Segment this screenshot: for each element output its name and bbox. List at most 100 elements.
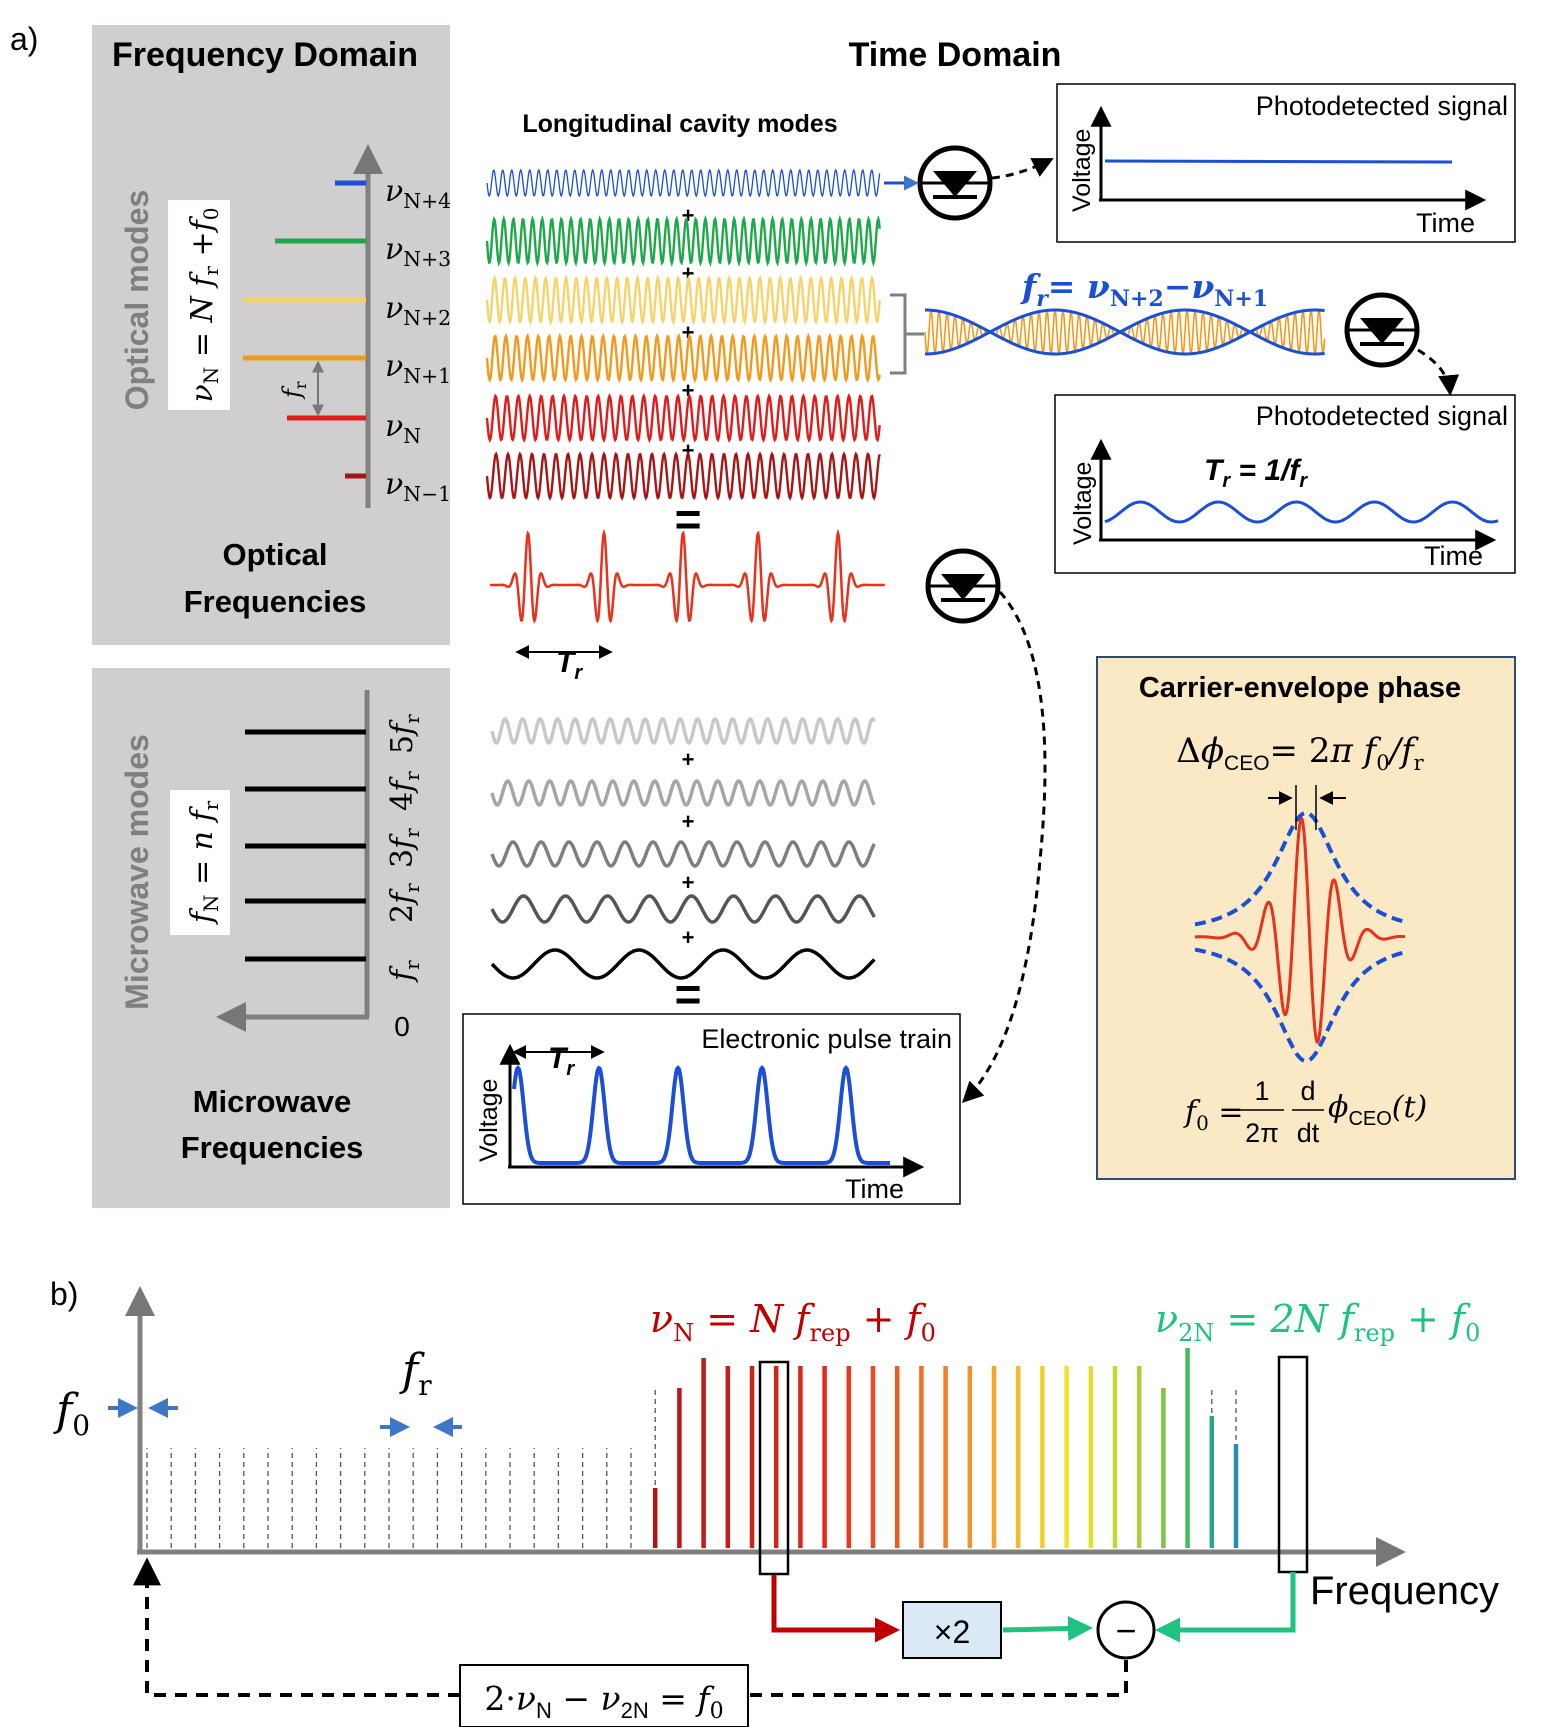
ceo-frac-den-2: dt <box>1297 1118 1320 1148</box>
green-path-2 <box>1155 1572 1296 1643</box>
photodiode-3 <box>925 548 1001 624</box>
cavity-mode-wave <box>485 451 881 501</box>
ceo-carrier <box>1195 816 1405 1045</box>
signal-box-2-ylabel: Voltage <box>1069 462 1097 545</box>
plus-sign: + <box>682 747 695 772</box>
feedback-dashed-right <box>748 1660 1128 1697</box>
microwave-bottom-label-2: Frequencies <box>181 1130 364 1165</box>
photodiode-2 <box>1344 292 1420 368</box>
pulse-train <box>490 528 885 624</box>
feedback-dashed-left <box>133 1557 460 1697</box>
microwave-mode-wave <box>490 779 876 807</box>
cavity-modes-title: Longitudinal cavity modes <box>522 110 837 138</box>
signal-box-1-xlabel: Time <box>1416 208 1475 238</box>
optical-mode-label: νN+4 <box>385 174 451 213</box>
microwave-mode-wave <box>490 840 876 868</box>
dashed-arrow-3 <box>962 591 1047 1103</box>
microwave-formula-box <box>170 790 230 935</box>
signal-box-2 <box>1054 394 1516 574</box>
bottom-formula: 2·νN − ν2N = f0 <box>484 1679 723 1724</box>
signal-box-3-trace <box>512 1064 890 1165</box>
signal-box-3-title: Electronic pulse train <box>701 1024 952 1054</box>
signal-box-2-annotation: Tr = 1/fr <box>1204 454 1308 492</box>
nu-n-select-box <box>758 1360 790 1576</box>
signal-box-3-ylabel: Voltage <box>475 1079 503 1162</box>
beat-wave <box>924 307 1326 356</box>
signal-box-1-title: Photodetected signal <box>1256 91 1508 121</box>
microwave-mode-wave <box>490 948 876 980</box>
cavity-mode-wave <box>485 332 881 384</box>
plus-sign: + <box>682 438 695 463</box>
beat-envelope-bottom <box>925 308 1325 356</box>
cavity-mode-wave <box>485 214 881 268</box>
ceo-formula-bottom: f0 = <box>1183 1095 1244 1135</box>
optical-bottom-label-1: Optical <box>222 537 327 572</box>
ceo-title: Carrier-envelope phase <box>1139 672 1461 704</box>
panel-a-label: a) <box>10 21 38 57</box>
equals-sign: = <box>675 968 702 1020</box>
optical-formula-box <box>168 200 230 410</box>
fr-label: fr <box>399 1345 432 1402</box>
ceo-frac-num-1: 1 <box>1254 1076 1269 1106</box>
frequency-domain-title: Frequency Domain <box>112 36 418 74</box>
optical-panel <box>92 25 450 645</box>
cavity-mode-wave <box>485 274 881 326</box>
optical-mode-label: νN <box>385 409 421 448</box>
ceo-phi: ϕCEO(t) <box>1328 1090 1427 1130</box>
ceo-envelope-top <box>1194 811 1406 927</box>
optical-formula: νN = N fr +f0 <box>185 208 223 403</box>
plus-sign: + <box>682 378 695 403</box>
doubler-label: ×2 <box>934 1614 970 1650</box>
photodiode-1 <box>917 145 993 221</box>
plus-sign: + <box>682 809 695 834</box>
dashed-arrow-2 <box>1417 348 1460 397</box>
optical-mode-label: νN−1 <box>385 467 451 506</box>
dashed-arrow-1 <box>991 158 1054 180</box>
plus-sign: + <box>682 870 695 895</box>
time-domain-title: Time Domain <box>849 36 1062 74</box>
cavity-mode-wave <box>485 392 881 444</box>
microwave-mode-wave <box>490 894 876 924</box>
minus-circle <box>1096 1600 1156 1660</box>
cavity-mode-wave <box>486 168 881 198</box>
beat-carrier <box>924 307 1326 356</box>
minus-label: − <box>1115 1610 1136 1651</box>
microwave-bottom-label-1: Microwave <box>193 1084 352 1119</box>
signal-box-2-xlabel: Time <box>1424 541 1483 571</box>
optical-bottom-label-2: Frequencies <box>184 584 367 619</box>
optical-waves: +++++= <box>485 168 881 545</box>
nu-n-formula: νN = N frep + f0 <box>650 1297 936 1347</box>
signal-box-2-title: Photodetected signal <box>1256 401 1508 431</box>
signal-box-3-xlabel: Time <box>845 1174 904 1204</box>
microwave-waves: + + + + = <box>490 716 876 1020</box>
doubler-box <box>902 1601 1002 1659</box>
comb-lines <box>146 1348 1239 1548</box>
plus-sign: + <box>682 925 695 950</box>
signal-box-2-trace <box>1104 500 1499 524</box>
signal-box-1-trace <box>1104 159 1453 164</box>
ceo-frac-num-2: d <box>1300 1076 1315 1106</box>
bracket <box>890 293 924 375</box>
red-path <box>771 1575 900 1643</box>
ceo-frac-den-1: 2π <box>1245 1118 1279 1148</box>
optical-mode-label: νN+2 <box>385 291 451 330</box>
plus-sign: + <box>682 261 695 286</box>
equals-sign: = <box>675 493 702 545</box>
beat-formula: fr= νN+2−νN+1 <box>1020 267 1268 312</box>
microwave-panel <box>92 668 450 1208</box>
ceo-envelope-bottom <box>1194 947 1406 1063</box>
optical-mode-label: νN+1 <box>385 349 451 388</box>
f0-label: f0 <box>53 1385 90 1442</box>
ceo-pulse <box>1194 811 1406 1063</box>
ceo-box <box>1096 656 1516 1180</box>
microwave-formula: fN = n fr <box>185 800 223 925</box>
panel-b-label: b) <box>50 1276 78 1312</box>
optical-modes-label: Optical modes <box>119 190 155 411</box>
nu-2n-select-box <box>1277 1355 1309 1574</box>
bottom-formula-box <box>459 1664 749 1727</box>
nu-2n-formula: ν2N = 2N frep + f0 <box>1155 1297 1480 1347</box>
signal-box-1-ylabel: Voltage <box>1068 129 1096 212</box>
panel-b-x-axis-label: Frequency <box>1310 1569 1499 1613</box>
microwave-mode-wave <box>490 716 876 746</box>
